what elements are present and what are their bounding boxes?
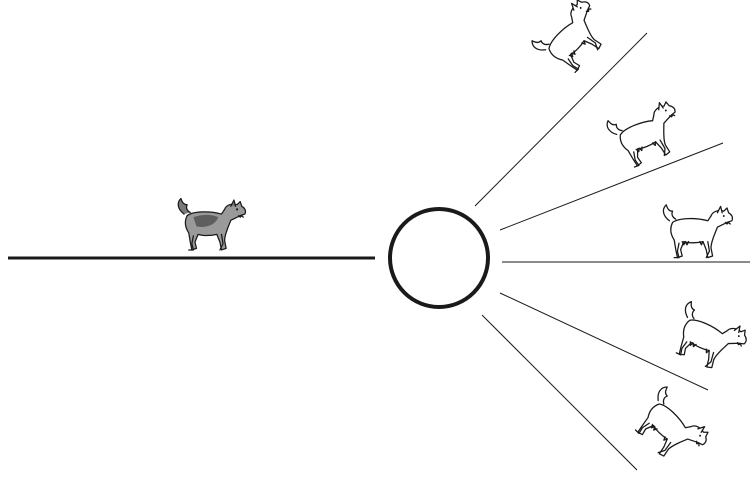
dog-icon <box>605 97 688 171</box>
output-dog-4 <box>667 300 750 377</box>
output-dog-3 <box>663 205 732 258</box>
ray-2 <box>500 143 723 230</box>
output-dog-1 <box>530 0 616 80</box>
dog-icon <box>667 300 750 377</box>
output-dog-2 <box>605 97 688 171</box>
output-dog-5 <box>628 385 714 471</box>
center-circle <box>390 209 488 307</box>
dog-icon <box>663 205 732 258</box>
source-dog-icon <box>178 198 245 249</box>
dog-icon <box>628 385 714 471</box>
ray-5 <box>482 315 637 470</box>
dog-icon <box>530 0 616 80</box>
ray-4 <box>500 293 708 390</box>
